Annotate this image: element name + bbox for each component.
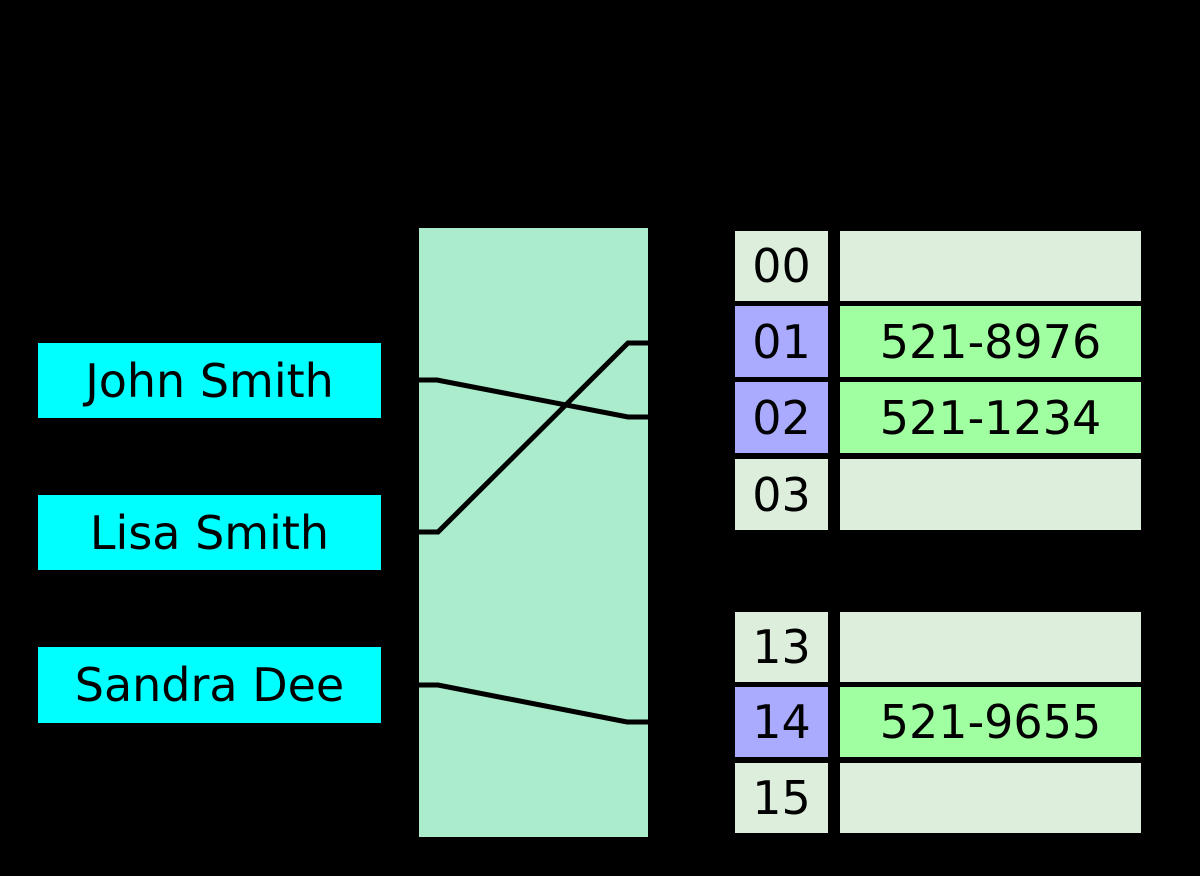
bucket-value-03 — [840, 459, 1141, 530]
key-box-john-smith: John Smith — [38, 343, 381, 418]
bucket-value-01: 521-8976 — [840, 306, 1141, 377]
bucket-index-14: 14 — [735, 687, 828, 757]
bucket-index-01: 01 — [735, 306, 828, 377]
bucket-value-02: 521-1234 — [840, 382, 1141, 453]
bucket-value-label: 521-8976 — [879, 314, 1102, 369]
bucket-value-00 — [840, 231, 1141, 301]
bucket-value-14: 521-9655 — [840, 687, 1141, 757]
bucket-value-label: 521-9655 — [879, 695, 1102, 749]
bucket-index-label: 01 — [752, 314, 811, 369]
bucket-value-15 — [840, 763, 1141, 833]
bucket-value-13 — [840, 612, 1141, 682]
bucket-index-label: 00 — [752, 239, 811, 293]
bucket-value-label: 521-1234 — [879, 390, 1102, 445]
key-box-lisa-smith: Lisa Smith — [38, 495, 381, 570]
hash-function-box — [419, 228, 648, 837]
key-label: Sandra Dee — [74, 658, 345, 712]
bucket-index-label: 14 — [752, 695, 811, 749]
bucket-index-02: 02 — [735, 382, 828, 453]
key-label: Lisa Smith — [89, 505, 330, 560]
bucket-index-label: 03 — [752, 467, 811, 522]
key-label: John Smith — [85, 353, 334, 408]
key-box-sandra-dee: Sandra Dee — [38, 647, 381, 723]
bucket-index-03: 03 — [735, 459, 828, 530]
bucket-index-15: 15 — [735, 763, 828, 833]
bucket-index-label: 15 — [752, 771, 811, 825]
bucket-index-00: 00 — [735, 231, 828, 301]
bucket-index-label: 02 — [752, 390, 811, 445]
bucket-index-13: 13 — [735, 612, 828, 682]
bucket-index-label: 13 — [752, 620, 811, 674]
